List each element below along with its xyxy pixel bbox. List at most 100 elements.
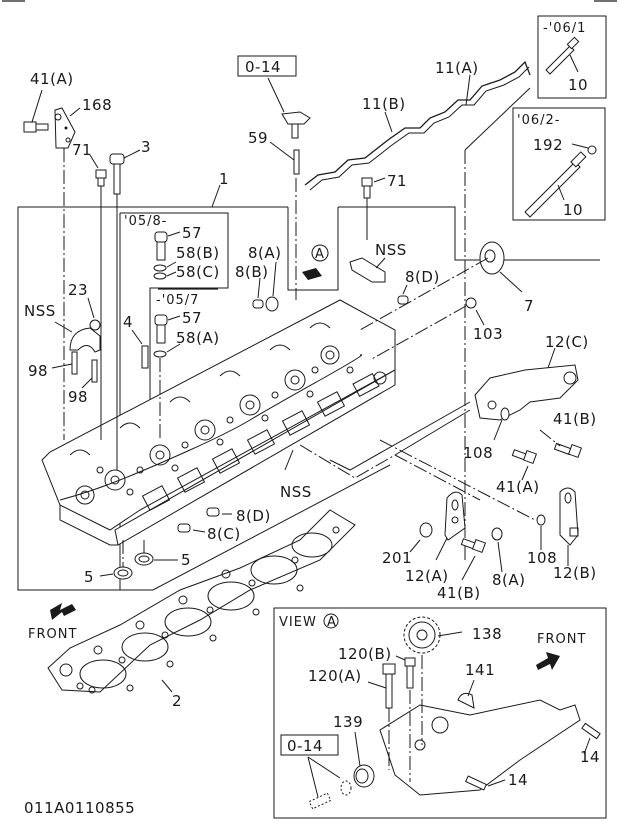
label-41b-bot: 41(B) [437, 584, 481, 602]
bolt-41b-right [553, 442, 583, 459]
o-ring-108-top [500, 407, 510, 421]
label-5-right: 5 [181, 551, 191, 569]
label-nss-left: NSS [24, 302, 56, 320]
label-59: 59 [248, 129, 268, 147]
label-103: 103 [473, 325, 503, 343]
plug-8d-bot [206, 507, 220, 517]
label-1: 1 [219, 170, 229, 188]
leader-ref-view-a-2 [307, 756, 341, 779]
label-98-a: 98 [28, 362, 48, 380]
view-a-front-label: FRONT [537, 632, 586, 647]
leader-58a [166, 343, 181, 353]
label-138: 138 [472, 625, 502, 643]
leader-1 [211, 184, 221, 208]
centerline-103 [369, 305, 467, 361]
label-nss-mid: NSS [280, 483, 312, 501]
view-a-frame [273, 607, 607, 819]
leader-98-b [81, 377, 93, 389]
centerline-12b [379, 439, 536, 521]
leader-23 [87, 297, 95, 319]
label-57-late: 57 [182, 224, 202, 242]
label-3: 3 [141, 138, 151, 156]
label-23: 23 [68, 281, 88, 299]
leader-11b [384, 111, 393, 133]
leader-11a [465, 74, 471, 106]
label-8d-bot: 8(D) [236, 507, 271, 525]
leader-98-a [51, 363, 73, 369]
view-a-head-section [379, 655, 581, 796]
bolt-120a [382, 663, 396, 709]
leader-8a-bot [497, 541, 503, 573]
leader-10-late [557, 184, 565, 201]
label-58a: 58(A) [176, 329, 220, 347]
leader-5-left [99, 573, 114, 577]
leader-57-late [167, 231, 181, 237]
plug-8a-top [265, 296, 279, 312]
front-label: FRONT [28, 627, 77, 642]
label-12a: 12(A) [405, 567, 449, 585]
bracket-12c [474, 364, 579, 421]
leader-57-early [167, 315, 181, 321]
view-a-arrow-icon [302, 268, 322, 280]
leader-ref-view-a-1 [307, 756, 319, 798]
label-141: 141 [465, 661, 495, 679]
centerline-41b-right [539, 429, 561, 447]
plug-8c [177, 523, 191, 533]
label-98-b: 98 [68, 388, 88, 406]
label-14-bottom: 14 [508, 771, 528, 789]
label-71-left: 71 [72, 141, 92, 159]
label-41a-mid: 41(A) [496, 478, 540, 496]
seal-5-left [113, 566, 133, 580]
leader-8d-top [402, 284, 408, 295]
inset-late-date: '06/2- [517, 113, 560, 128]
leader-nss-right [375, 257, 386, 269]
leader-58c [166, 271, 177, 277]
wire-harness-11b-edge [309, 66, 530, 191]
label-8a-top: 8(A) [248, 244, 282, 262]
label-139: 139 [333, 713, 363, 731]
leader-2 [161, 679, 173, 693]
label-11a: 11(A) [435, 59, 479, 77]
label-nss-right: NSS [375, 241, 407, 259]
label-4: 4 [123, 313, 133, 331]
label-8c: 8(C) [207, 525, 241, 543]
leader-120b [395, 655, 406, 661]
inset-glowplug-early [537, 15, 607, 99]
plug-8d-top [397, 295, 409, 305]
leader-12a [435, 537, 448, 561]
leader-4 [131, 329, 143, 345]
cylinder-head [41, 299, 396, 546]
leader-59 [269, 141, 295, 161]
leader-41b-bot [461, 555, 476, 581]
label-71-right: 71 [387, 172, 407, 190]
view-a-title-marker: A [327, 615, 337, 630]
leader-14-right [583, 737, 591, 755]
bracket-168 [54, 107, 76, 149]
plug-8a-bot [491, 527, 503, 541]
bolt-3 [109, 153, 125, 195]
label-14-right: 14 [580, 748, 600, 766]
main-frame-outline [17, 206, 391, 591]
expansion-plug-7 [479, 241, 505, 275]
leader-14-bottom [487, 779, 506, 787]
injector-inset-frame [120, 212, 229, 440]
leader-nss-mid [284, 449, 294, 471]
leader-8a-top [272, 261, 277, 297]
label-201: 201 [382, 549, 412, 567]
leader-41a-top [31, 89, 43, 123]
o-ring-58a [153, 350, 167, 358]
pin-59 [293, 149, 300, 175]
label-11b: 11(B) [362, 95, 406, 113]
centerline-7 [359, 257, 489, 331]
leader-103 [475, 309, 485, 326]
label-10-late: 10 [563, 201, 583, 219]
o-ring-108-bot [536, 514, 546, 526]
cam-cap-nss-left [69, 327, 101, 353]
leader-12c [547, 347, 556, 369]
leader-ref-top [267, 77, 285, 113]
label-8b: 8(B) [235, 263, 269, 281]
inset-glowplug-late [512, 107, 606, 221]
leader-10-early [569, 54, 579, 73]
label-8a-bot: 8(A) [492, 571, 526, 589]
